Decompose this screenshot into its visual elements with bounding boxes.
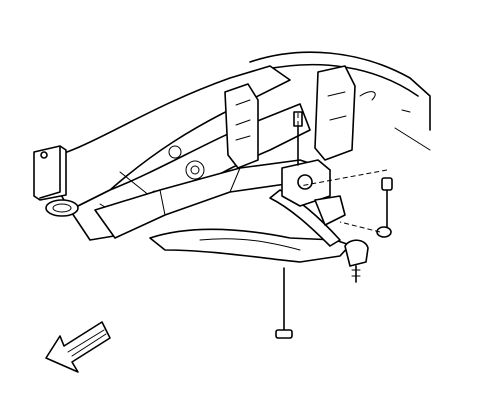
- upper-mount-left: [224, 83, 259, 169]
- front-arrow-icon: [45, 321, 111, 373]
- lower-control-arm: [149, 189, 351, 263]
- upper-mount-right: [314, 65, 356, 161]
- frame-rail: [39, 65, 311, 241]
- mount-bolt-right: [376, 177, 393, 238]
- ball-joint: [344, 239, 369, 283]
- mount-bolt-lower-left: [275, 267, 293, 339]
- bumper-bracket: [33, 145, 67, 201]
- shock-mount: [281, 159, 346, 226]
- tow-hook: [45, 199, 79, 217]
- alignment-lines: [297, 112, 388, 233]
